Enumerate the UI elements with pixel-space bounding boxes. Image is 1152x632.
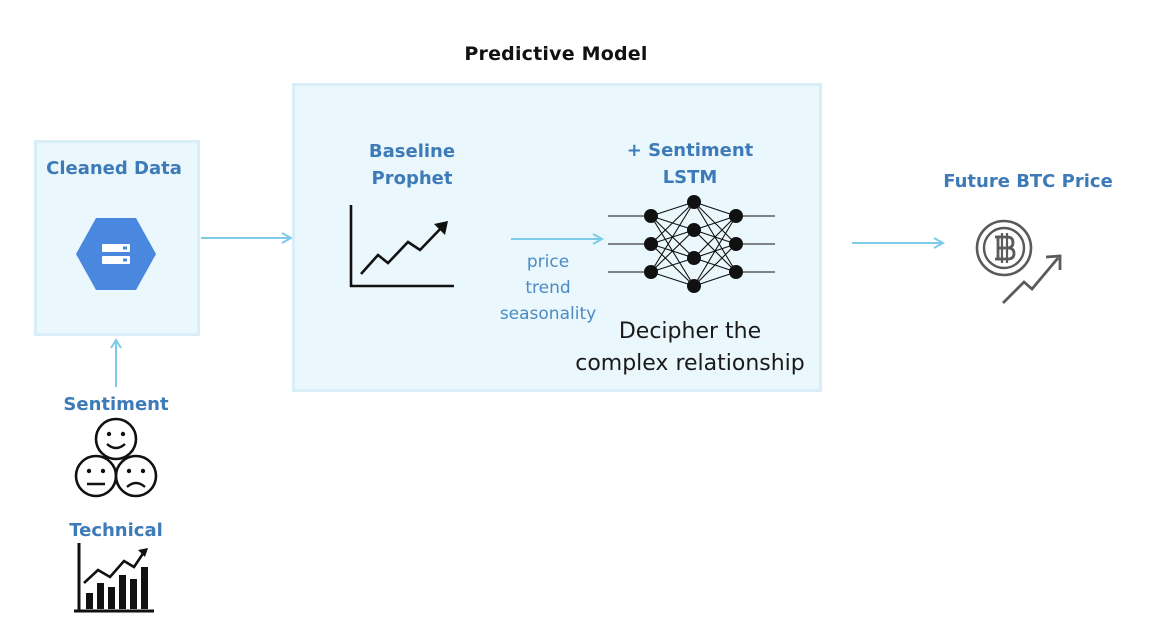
sentiment-label: Sentiment bbox=[63, 394, 169, 415]
emoji-faces-icon bbox=[74, 417, 158, 498]
lstm-label: + Sentiment LSTM bbox=[610, 137, 770, 191]
description-line1: Decipher the bbox=[618, 319, 762, 344]
features-list: price trend seasonality bbox=[488, 249, 608, 327]
storage-hexagon-icon bbox=[76, 218, 156, 290]
arrow-to-output bbox=[852, 237, 946, 249]
lstm-label-line2: LSTM bbox=[662, 167, 718, 188]
bar-chart-growth-icon bbox=[74, 543, 154, 613]
line-chart-up-icon bbox=[349, 205, 454, 288]
baseline-label-line1: Baseline bbox=[368, 141, 456, 162]
arrow-prophet-to-lstm bbox=[511, 233, 605, 245]
model-description: Decipher the complex relationship bbox=[556, 316, 824, 380]
baseline-label: Baseline Prophet bbox=[352, 138, 472, 192]
lstm-label-line1: + Sentiment bbox=[626, 140, 754, 161]
feature-trend: trend bbox=[525, 278, 571, 298]
future-btc-price-label: Future BTC Price bbox=[943, 171, 1113, 192]
arrow-up-to-data bbox=[110, 338, 122, 387]
baseline-label-line2: Prophet bbox=[371, 168, 453, 189]
neural-network-icon bbox=[608, 195, 775, 293]
technical-label: Technical bbox=[69, 520, 163, 541]
feature-seasonality: seasonality bbox=[499, 304, 597, 324]
feature-price: price bbox=[526, 252, 570, 272]
cleaned-data-label: Cleaned Data bbox=[46, 158, 182, 179]
diagram-title: Predictive Model bbox=[464, 43, 648, 65]
bitcoin-trend-icon bbox=[975, 219, 1062, 304]
arrow-to-model bbox=[201, 232, 294, 244]
description-line2: complex relationship bbox=[575, 351, 805, 376]
